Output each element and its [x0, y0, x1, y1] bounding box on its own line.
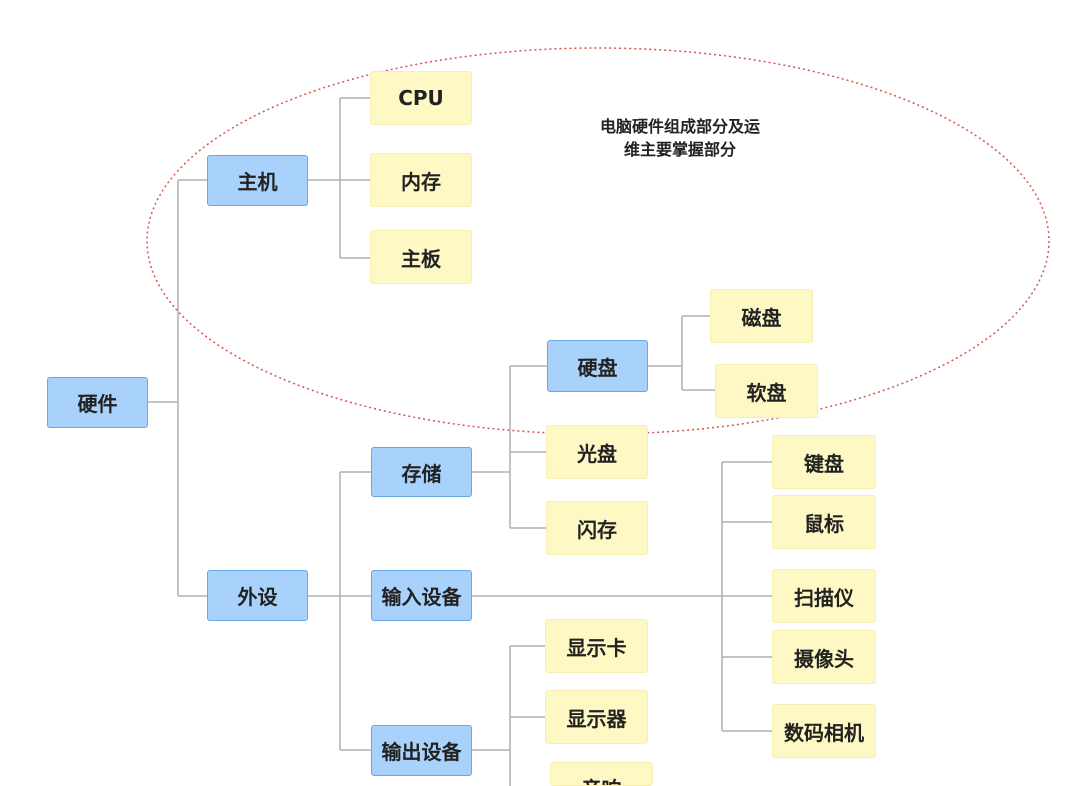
connector-peripheral — [308, 471, 371, 751]
connector-storage — [472, 365, 547, 529]
node-output-device[interactable]: 输出设备 — [371, 725, 472, 776]
node-root[interactable]: 硬件 — [47, 377, 148, 428]
node-mouse[interactable]: 鼠标 — [772, 495, 876, 549]
annotation-note: 电脑硬件组成部分及运 维主要掌握部分 — [560, 115, 800, 161]
connector-root — [148, 179, 208, 597]
node-host[interactable]: 主机 — [207, 155, 308, 206]
connector-output — [472, 645, 545, 786]
node-input-device[interactable]: 输入设备 — [371, 570, 472, 621]
node-keyboard[interactable]: 键盘 — [772, 435, 876, 489]
node-motherboard[interactable]: 主板 — [370, 230, 472, 284]
node-magnetic-disk[interactable]: 磁盘 — [710, 289, 813, 343]
connector-host — [308, 97, 370, 259]
node-flash-memory[interactable]: 闪存 — [546, 501, 648, 555]
node-hard-disk[interactable]: 硬盘 — [547, 340, 648, 392]
node-camera[interactable]: 摄像头 — [772, 630, 876, 684]
annotation-line-1: 电脑硬件组成部分及运 — [599, 117, 760, 136]
tree-connectors — [148, 97, 772, 786]
node-speaker[interactable]: 音响 — [550, 762, 653, 786]
annotation-line-2: 维主要掌握部分 — [623, 140, 736, 159]
node-floppy-disk[interactable]: 软盘 — [715, 364, 818, 418]
node-digital-camera[interactable]: 数码相机 — [772, 704, 876, 758]
node-peripheral[interactable]: 外设 — [207, 570, 308, 621]
node-graphics-card[interactable]: 显示卡 — [545, 619, 648, 673]
connector-input — [472, 461, 772, 732]
node-memory[interactable]: 内存 — [370, 153, 472, 207]
connector-hard-disk — [648, 315, 715, 391]
node-cpu[interactable]: CPU — [370, 71, 472, 125]
node-optical-disk[interactable]: 光盘 — [546, 425, 648, 479]
node-scanner[interactable]: 扫描仪 — [772, 569, 876, 623]
node-storage[interactable]: 存储 — [371, 447, 472, 497]
node-display[interactable]: 显示器 — [545, 690, 648, 744]
